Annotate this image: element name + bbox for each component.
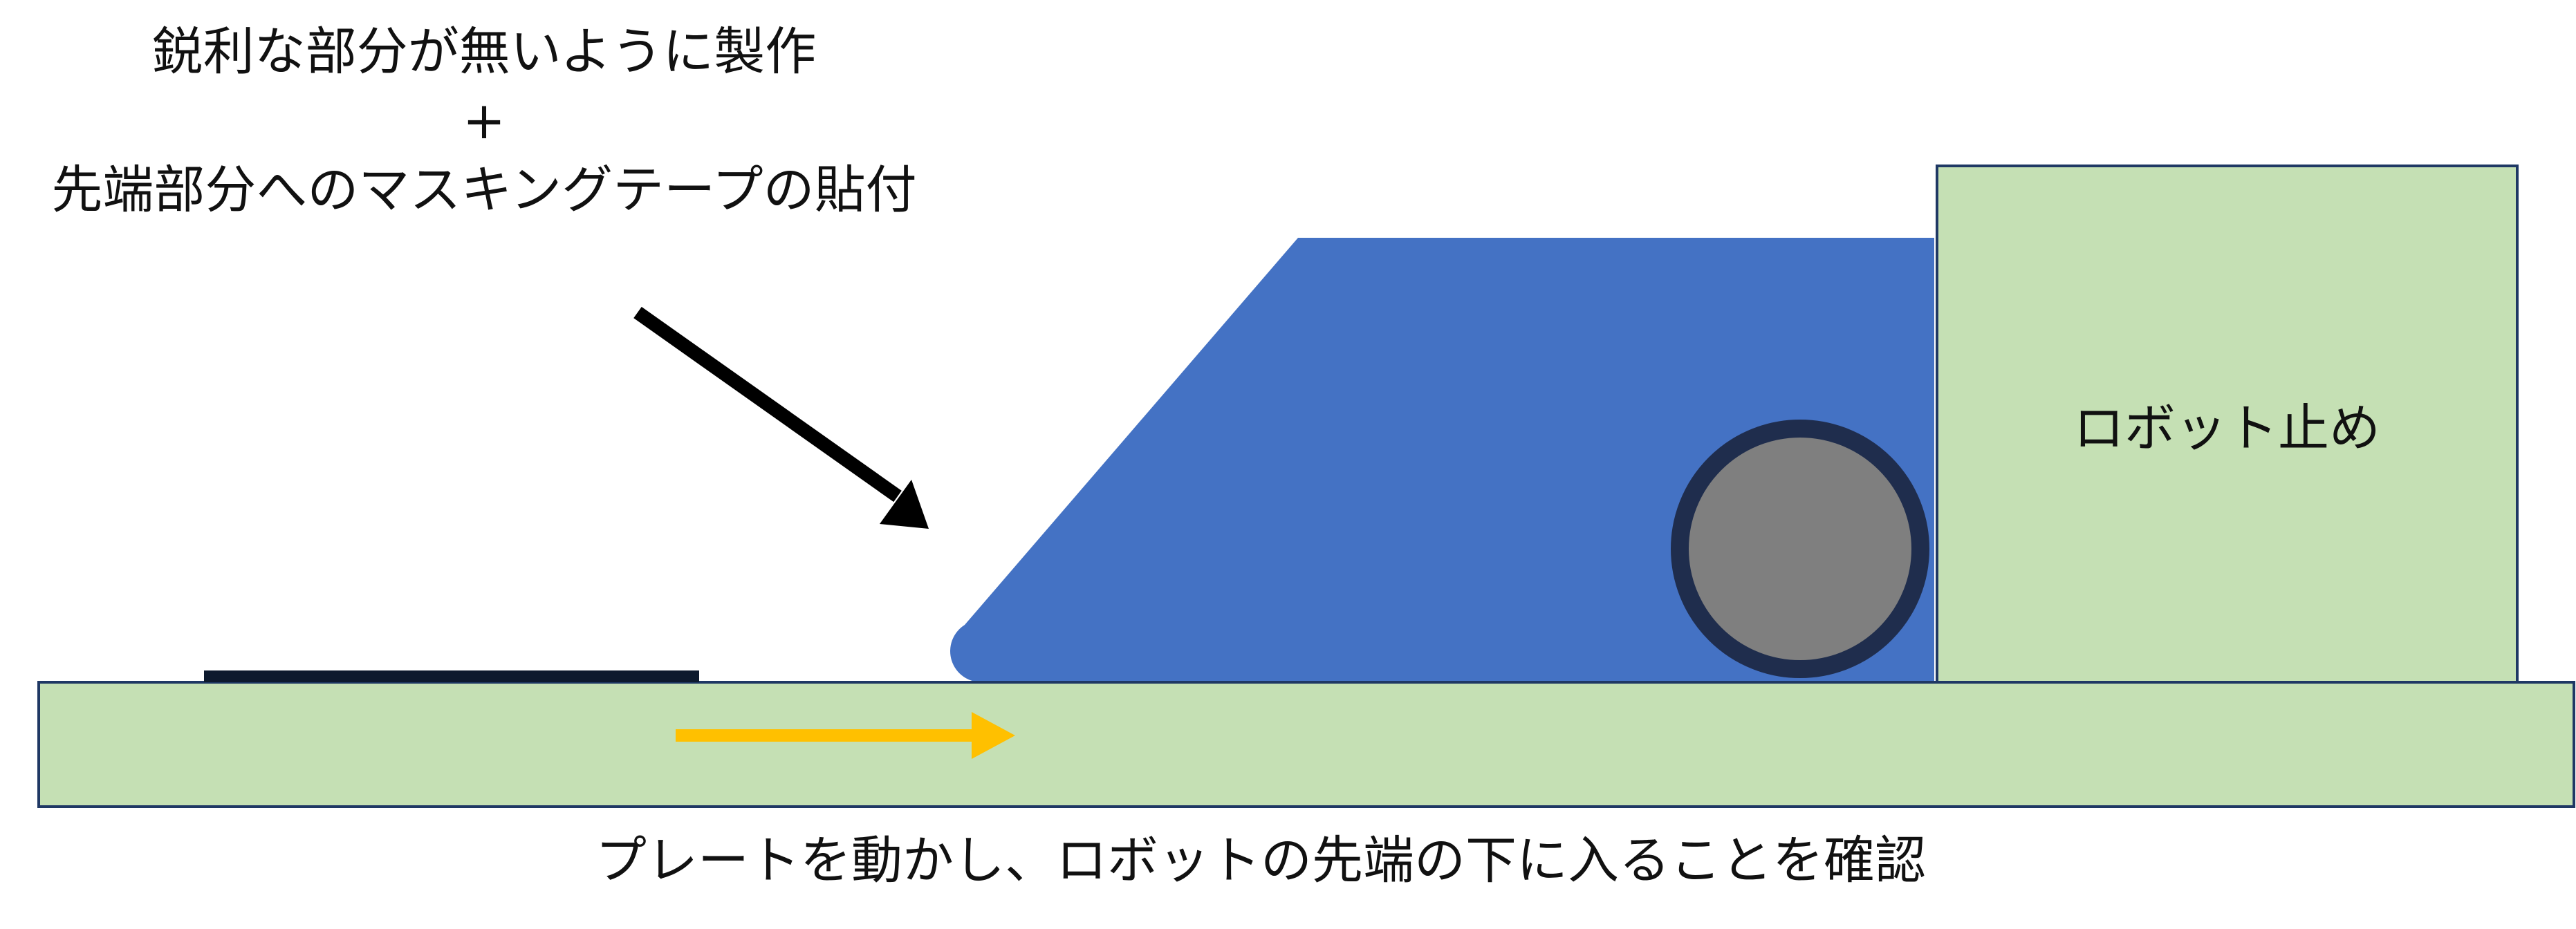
top-note-line-2: +	[463, 91, 506, 151]
robot-stopper	[1936, 165, 2519, 684]
pointer-arrow-head	[880, 480, 929, 529]
plate	[204, 670, 699, 682]
base-platform	[37, 681, 2575, 808]
pointer-arrow-shaft	[633, 306, 902, 503]
top-note-line-1: 鋭利な部分が無いように製作	[152, 22, 817, 82]
robot-wheel	[1671, 420, 1929, 678]
top-note: 鋭利な部分が無いように製作 + 先端部分へのマスキングテープの貼付	[51, 22, 916, 220]
robot-stopper-label: ロボット止め	[2073, 399, 2380, 458]
bottom-caption: プレートを動かし、ロボットの先端の下に入ることを確認	[595, 831, 1926, 890]
arrow-right-icon	[676, 712, 1015, 759]
motion-arrow-head	[972, 712, 1015, 759]
arrow-down-right-icon	[633, 306, 929, 529]
top-note-line-3: 先端部分へのマスキングテープの貼付	[51, 160, 916, 220]
